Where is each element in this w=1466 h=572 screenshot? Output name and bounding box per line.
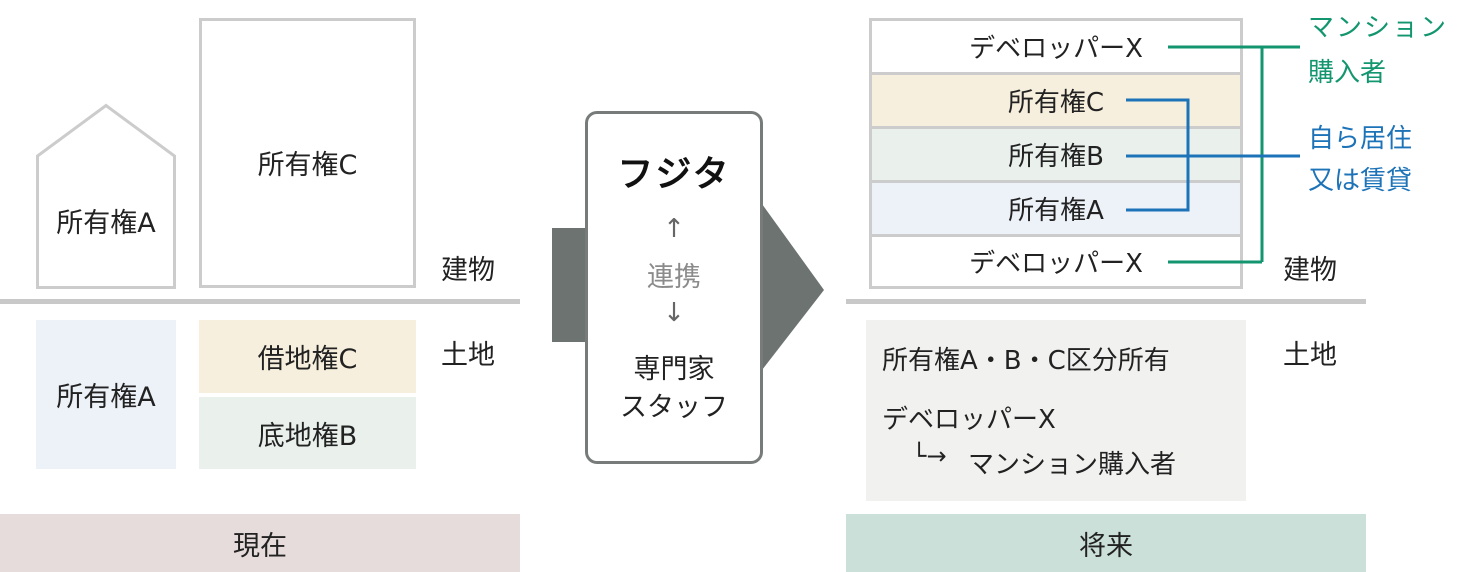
- land-arrow-icon: └→: [912, 442, 947, 470]
- present-ground-line: [0, 299, 520, 304]
- land-a-box: 所有権A: [36, 320, 176, 469]
- house-outline: [36, 103, 176, 289]
- collaboration-label: 連携: [647, 261, 701, 293]
- future-footer-label: 将来: [1079, 530, 1133, 562]
- future-land-line3: マンション購入者: [968, 450, 1177, 480]
- present-footer-label: 現在: [233, 530, 287, 562]
- freehold-b-label: 底地権B: [257, 420, 358, 452]
- future-land-side-label: 土地: [1283, 340, 1337, 371]
- up-arrow-icon: ↑: [663, 214, 685, 244]
- future-footer-bar: 将来: [846, 514, 1366, 572]
- future-building-side-label: 建物: [1283, 255, 1337, 286]
- leasehold-c-label: 借地権C: [257, 344, 358, 375]
- buyer-label-line1: マンション: [1308, 13, 1449, 43]
- future-ground-line: [846, 299, 1366, 304]
- house-owner-label: 所有権A: [56, 207, 156, 239]
- buyer-label-line2: 購入者: [1308, 58, 1387, 88]
- present-land-side-label: 土地: [441, 340, 495, 371]
- leasehold-c-box: 借地権C: [199, 320, 416, 393]
- present-building-side-label: 建物: [441, 255, 495, 286]
- freehold-b-box: 底地権B: [199, 397, 416, 469]
- future-land-line2: デベロッパーX: [882, 405, 1056, 435]
- future-land-box: [866, 320, 1246, 501]
- future-row-developer-bottom: デベロッパーX: [869, 234, 1243, 289]
- future-land-line1: 所有権A・B・C区分所有: [882, 346, 1170, 376]
- residence-label-line1: 自ら居住: [1308, 124, 1413, 154]
- residence-label-line2: 又は賃貸: [1308, 166, 1413, 196]
- building-c-label: 所有権C: [257, 150, 358, 181]
- land-a-label: 所有権A: [56, 382, 156, 413]
- building-c-box: 所有権C: [199, 18, 416, 288]
- fujita-card: [585, 111, 763, 464]
- fujita-logo: フジタ: [617, 154, 731, 195]
- staff-line2: スタッフ: [620, 391, 728, 423]
- down-arrow-icon: ↓: [663, 298, 685, 328]
- present-footer-bar: 現在: [0, 514, 520, 572]
- staff-line1: 専門家: [633, 353, 715, 385]
